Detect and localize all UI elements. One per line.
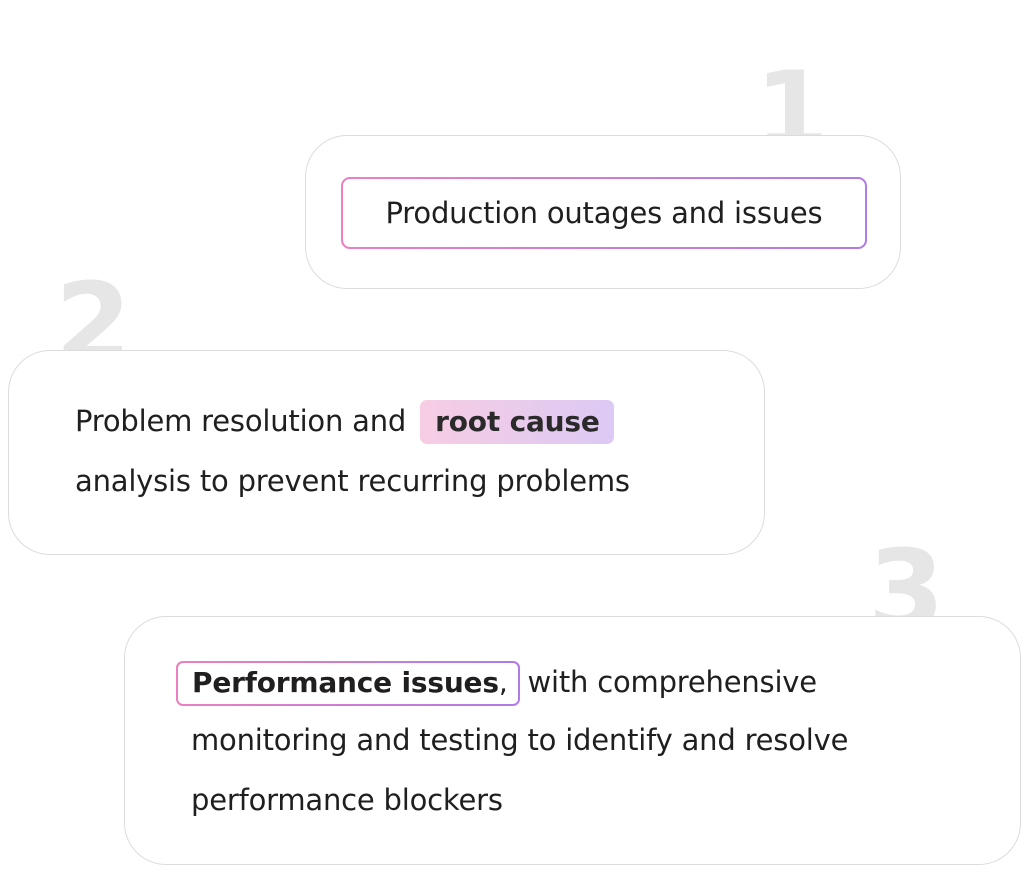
step-card-3: Performance issues,with comprehensive mo… bbox=[124, 616, 1021, 865]
step-2-line-2: analysis to prevent recurring problems bbox=[75, 464, 630, 498]
step-3-line-1-rest: with comprehensive bbox=[527, 665, 818, 699]
step-3-line-2: monitoring and testing to identify and r… bbox=[191, 723, 848, 757]
highlight-pill: root cause bbox=[420, 400, 614, 444]
step-3-line-3: performance blockers bbox=[191, 783, 503, 817]
outline-pill: Production outages and issues bbox=[341, 177, 867, 249]
step-1-text: Production outages and issues bbox=[385, 196, 823, 230]
step-3-line-2-text: monitoring and testing to identify and r… bbox=[191, 723, 849, 757]
highlight-outline: Performance issues, bbox=[176, 661, 520, 706]
step-3-highlight: Performance issues bbox=[192, 666, 499, 699]
step-3-line-3-text: performance blockers bbox=[191, 783, 503, 817]
step-card-2: Problem resolution and root cause analys… bbox=[8, 350, 765, 555]
step-3-highlight-suffix: , bbox=[498, 666, 508, 699]
step-card-1: Production outages and issues bbox=[305, 135, 901, 289]
step-3-line-1: Performance issues,with comprehensive bbox=[176, 661, 817, 706]
step-2-line-1: Problem resolution and root cause bbox=[75, 400, 614, 444]
step-2-text-before: Problem resolution and bbox=[75, 404, 407, 438]
step-2-text-after: analysis to prevent recurring problems bbox=[75, 464, 630, 498]
